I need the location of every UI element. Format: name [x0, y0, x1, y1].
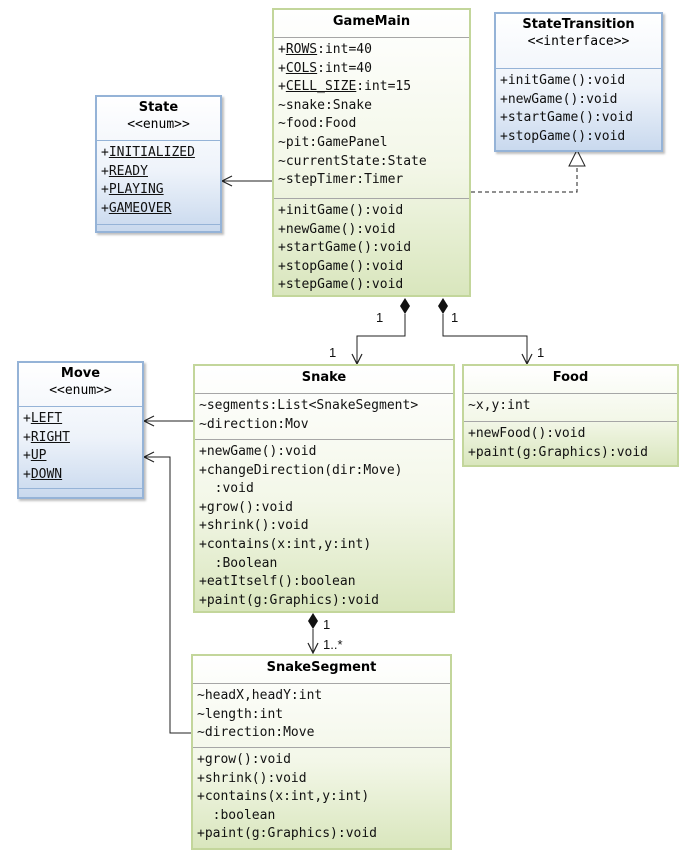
attribute-pit: ~pit:GamePanel	[278, 134, 388, 150]
class-name: SnakeSegment	[266, 660, 377, 675]
operation: +newFood():void	[468, 426, 586, 441]
multiplicity-snake-segment-source: 1	[323, 617, 331, 632]
attribute-current-state: ~currentState:State	[278, 153, 427, 169]
class-snakesegment: SnakeSegment ~headX,headY:int ~length:in…	[191, 654, 452, 850]
enum-name: State	[138, 100, 179, 115]
composition-diamond-gamemain-food	[438, 298, 448, 314]
operation: +paint(g:Graphics):void	[199, 592, 380, 608]
operations-compartment: +initGame():void +newGame():void +startG…	[496, 68, 661, 146]
attribute: ~segments:List<SnakeSegment>	[199, 398, 419, 413]
attribute-food: ~food:Food	[278, 116, 357, 132]
class-name: Food	[552, 370, 589, 385]
operation: :boolean	[197, 807, 276, 823]
enum-state: State <<enum>> +INITIALIZED +READY +PLAY…	[95, 95, 222, 233]
operation: +startGame():void	[500, 110, 634, 126]
operations-compartment: +initGame():void +newGame():void +startG…	[274, 198, 469, 295]
interface-statetransition: StateTransition <<interface>> +initGame(…	[494, 12, 663, 152]
operations-compartment: +newGame():void +changeDirection(dir:Mov…	[195, 439, 453, 610]
empty-compartment	[97, 224, 220, 228]
operation: :Boolean	[199, 555, 278, 571]
operation: +shrink():void	[199, 518, 309, 534]
attribute-cols: +COLS:int=40	[278, 60, 372, 76]
operation: +contains(x:int,y:int)	[199, 536, 372, 552]
stereotype-label: <<enum>>	[49, 383, 112, 398]
composition-diamond-gamemain-snake	[400, 298, 410, 314]
multiplicity-gamemain-food-target: 1	[537, 345, 545, 360]
composition-gamemain-snake	[357, 314, 406, 364]
enum-move: Move <<enum>> +LEFT +RIGHT +UP +DOWN	[17, 361, 144, 499]
attribute: ~direction:Mov	[199, 416, 309, 432]
operation: +initGame():void	[500, 73, 626, 88]
enum-literal: +RIGHT	[23, 429, 70, 445]
attributes-compartment: ~headX,headY:int ~length:int ~direction:…	[193, 683, 450, 747]
multiplicity-snake-segment-target: 1..*	[323, 637, 343, 652]
operation: +grow():void	[199, 499, 293, 515]
composition-gamemain-food	[442, 314, 527, 364]
multiplicity-gamemain-snake-target: 1	[329, 345, 337, 360]
operation: +changeDirection(dir:Move)	[199, 462, 403, 478]
class-name: GameMain	[332, 14, 411, 29]
stereotype-label: <<interface>>	[527, 34, 630, 49]
attribute: ~length:int	[197, 706, 284, 722]
literals-compartment: +LEFT +RIGHT +UP +DOWN	[19, 406, 142, 488]
attribute: ~x,y:int	[468, 398, 531, 413]
enum-literal: +GAMEOVER	[101, 200, 172, 216]
class-snake: Snake ~segments:List<SnakeSegment> ~dire…	[193, 364, 455, 613]
enum-literal: +UP	[23, 448, 47, 464]
operation: +contains(x:int,y:int)	[197, 789, 370, 805]
operations-compartment: +newFood():void +paint(g:Graphics):void	[464, 421, 677, 462]
realization-gamemain-statetransition	[471, 166, 578, 193]
attribute: ~headX,headY:int	[197, 688, 323, 703]
operation: +paint(g:Graphics):void	[468, 444, 649, 460]
realization-triangle	[568, 148, 586, 167]
enum-literal: +READY	[101, 163, 148, 179]
attribute-step-timer: ~stepTimer:Timer	[278, 172, 404, 188]
class-food: Food ~x,y:int +newFood():void +paint(g:G…	[462, 364, 679, 467]
operation: +eatItself():boolean	[199, 574, 356, 590]
operation: +grow():void	[197, 752, 291, 767]
operations-compartment: +grow():void +shrink():void +contains(x:…	[193, 747, 450, 844]
multiplicity-gamemain-food-source: 1	[451, 310, 459, 325]
enum-literal: +PLAYING	[101, 182, 164, 198]
operation: +newGame():void	[199, 444, 317, 459]
attribute-rows: +ROWS:int=40	[278, 42, 372, 57]
class-name: Snake	[301, 370, 347, 385]
operation: +initGame():void	[278, 203, 404, 218]
operation: +paint(g:Graphics):void	[197, 826, 378, 842]
attribute-cell-size: +CELL_SIZE:int=15	[278, 79, 412, 95]
operation: +shrink():void	[197, 770, 307, 786]
enum-name: Move	[60, 366, 101, 381]
operation: +startGame():void	[278, 240, 412, 256]
literals-compartment: +INITIALIZED +READY +PLAYING +GAMEOVER	[97, 140, 220, 224]
operation: +stepGame():void	[278, 277, 404, 293]
attribute: ~direction:Move	[197, 725, 315, 741]
multiplicity-gamemain-snake-source: 1	[376, 310, 384, 325]
enum-literal: +INITIALIZED	[101, 145, 195, 160]
association-snakesegment-move	[144, 457, 191, 734]
attribute-snake: ~snake:Snake	[278, 97, 372, 113]
operation: +newGame():void	[500, 91, 618, 107]
stereotype-label: <<enum>>	[127, 117, 190, 132]
empty-compartment	[19, 488, 142, 492]
operation: +stopGame():void	[500, 128, 626, 144]
class-gamemain: GameMain +ROWS:int=40 +COLS:int=40 +CELL…	[272, 8, 471, 297]
operation: +newGame():void	[278, 221, 396, 237]
attributes-compartment: ~x,y:int	[464, 393, 677, 421]
enum-literal: +DOWN	[23, 466, 63, 482]
attributes-compartment: ~segments:List<SnakeSegment> ~direction:…	[195, 393, 453, 439]
operation: +stopGame():void	[278, 258, 404, 274]
enum-literal: +LEFT	[23, 411, 63, 426]
operation: :void	[199, 481, 254, 497]
composition-diamond-snake-segment	[308, 613, 318, 629]
interface-name: StateTransition	[522, 17, 635, 32]
attributes-compartment: +ROWS:int=40 +COLS:int=40 +CELL_SIZE:int…	[274, 37, 469, 198]
